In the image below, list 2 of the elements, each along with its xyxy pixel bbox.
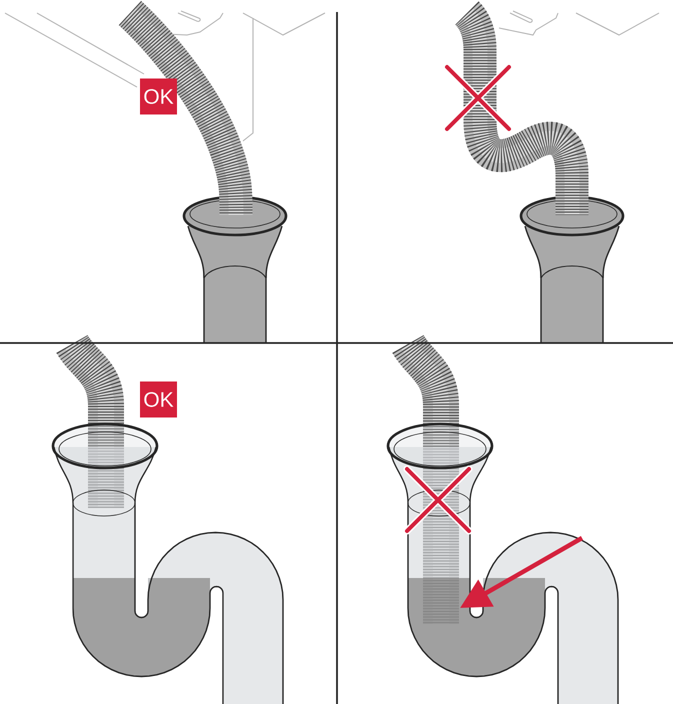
approval-badge: OK	[140, 382, 177, 418]
approval-badge: OK	[140, 78, 177, 114]
